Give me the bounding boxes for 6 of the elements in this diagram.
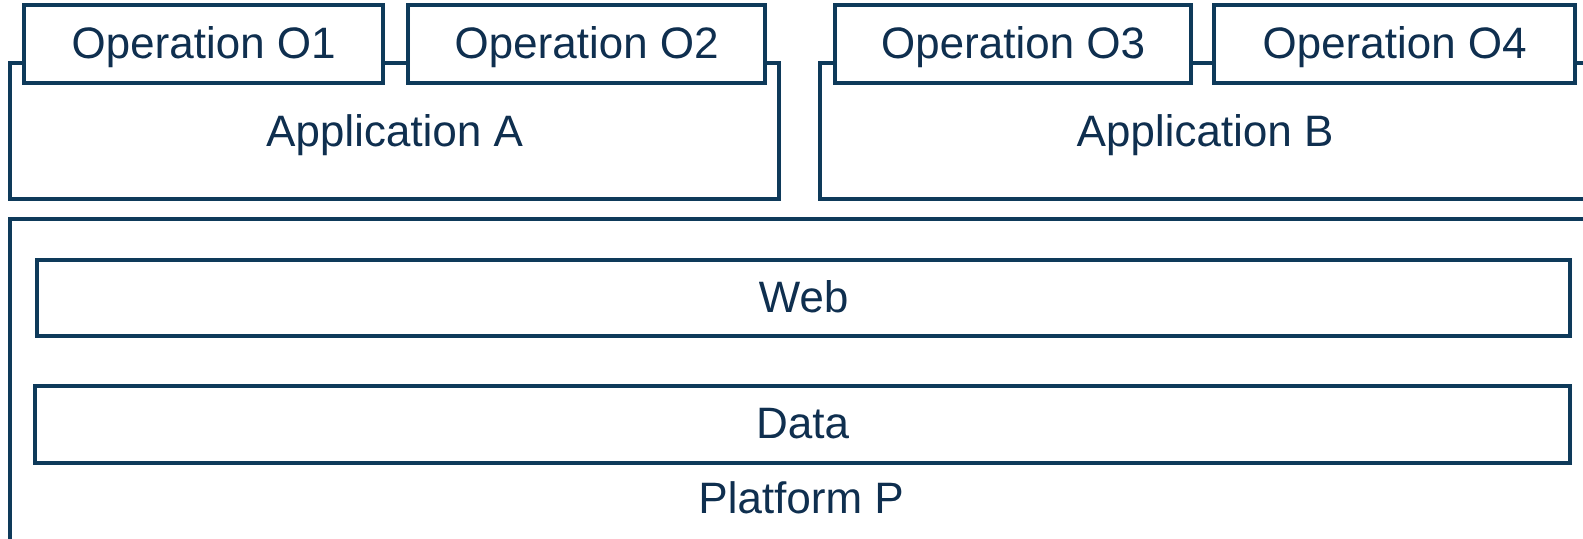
operation-box: Operation O3	[833, 3, 1193, 85]
layer-box: Data	[33, 384, 1572, 465]
operation-box: Operation O2	[406, 3, 767, 85]
layer-box: Web	[35, 258, 1572, 338]
operation-box: Operation O4	[1212, 3, 1577, 85]
operation-box: Operation O1	[22, 3, 385, 85]
